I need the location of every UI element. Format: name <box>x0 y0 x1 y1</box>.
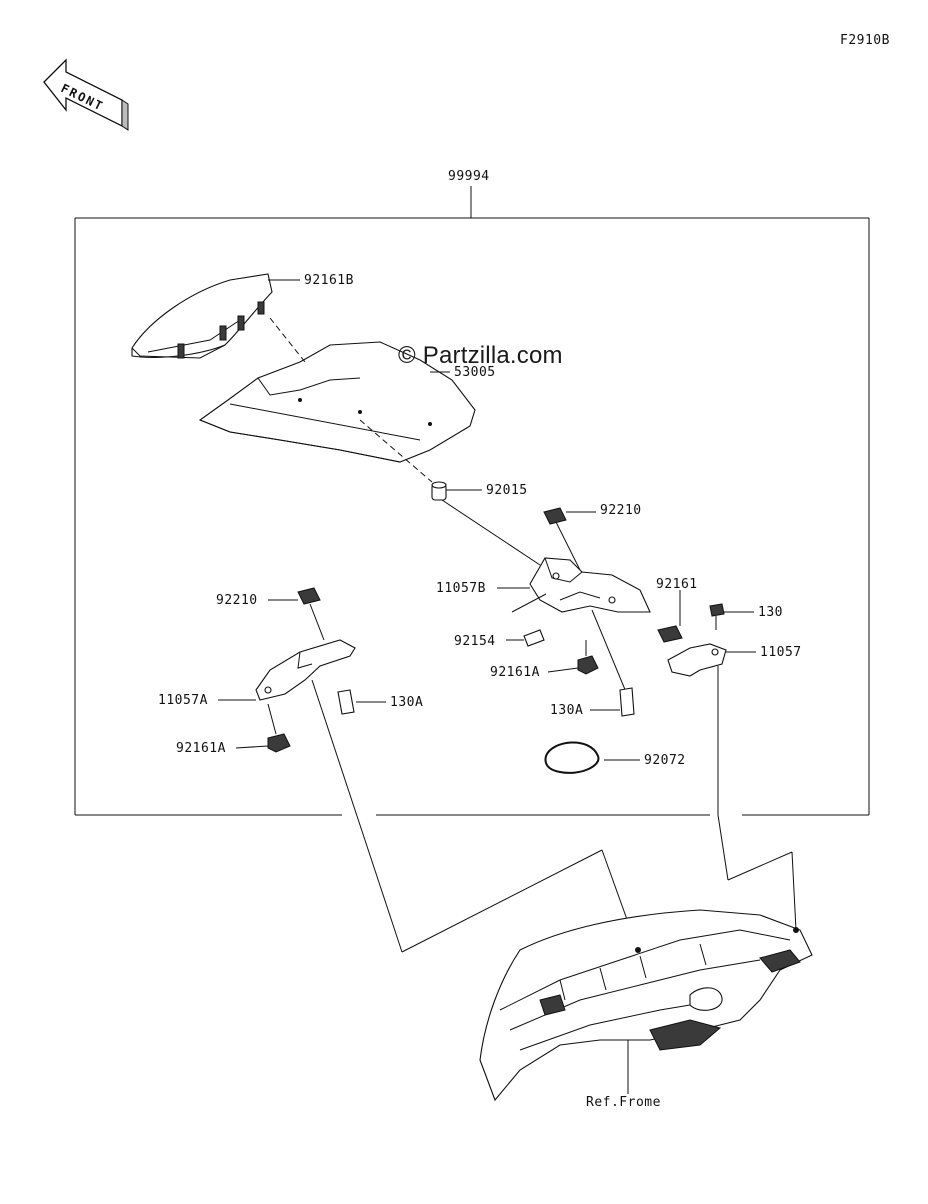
rubber-top-part <box>131 273 300 359</box>
kit-boundary-box <box>74 217 870 816</box>
label-nut-clip-right: 92210 <box>600 503 642 518</box>
bracket-left-part <box>218 639 403 953</box>
nut-clip-left-part <box>268 587 325 641</box>
label-rubber-top: 92161B <box>304 273 354 288</box>
label-bracket-left: 11057A <box>158 693 208 708</box>
label-bracket-right: 11057B <box>436 581 486 596</box>
bracket-right-part <box>497 557 651 693</box>
clamp-part <box>667 643 756 815</box>
front-arrow-icon: FRONT <box>43 58 129 131</box>
figure-code: F2910B <box>840 33 890 48</box>
label-collar: 92015 <box>486 483 528 498</box>
seat-cowl-part <box>198 317 476 483</box>
damper-right-part <box>657 590 683 643</box>
bolt-130-part <box>709 603 754 630</box>
label-bolt-right: 130A <box>550 703 583 718</box>
collar-part <box>431 481 541 566</box>
kit-label: 99994 <box>448 169 490 184</box>
label-rubber-left: 92161A <box>176 741 226 756</box>
label-rubber-right: 92161A <box>490 665 540 680</box>
bolt-left-part <box>337 689 386 715</box>
watermark: © Partzilla.com <box>398 342 563 369</box>
label-damper-right: 92161 <box>656 577 698 592</box>
label-seat-cowl: 53005 <box>454 365 496 380</box>
label-bolt-left: 130A <box>390 695 423 710</box>
bolt-92154-part <box>506 629 545 647</box>
reference-frame-part <box>479 909 813 1102</box>
rubber-right-part <box>547 640 599 675</box>
nut-clip-right-part <box>543 507 596 571</box>
label-nut-clip-left: 92210 <box>216 593 258 608</box>
bolt-right-part <box>590 687 635 717</box>
label-bolt-92154: 92154 <box>454 634 496 649</box>
band-part <box>544 741 640 774</box>
label-bolt-130: 130 <box>758 605 783 620</box>
label-clamp: 11057 <box>760 645 802 660</box>
rubber-left-part <box>235 703 291 753</box>
label-band: 92072 <box>644 753 686 768</box>
label-reference-frame: Ref.Frome <box>586 1095 661 1110</box>
